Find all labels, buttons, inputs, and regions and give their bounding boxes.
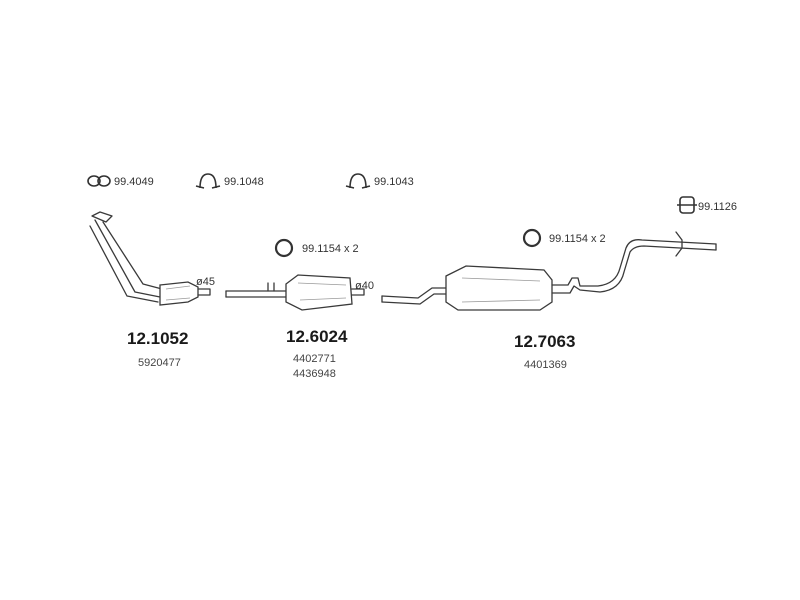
part-number-front-pipe: 12.1052 bbox=[127, 329, 189, 348]
sealing-ring-icon bbox=[274, 238, 294, 258]
front-pipe bbox=[89, 211, 211, 306]
oem-number-center-silencer-2: 4436948 bbox=[293, 368, 336, 380]
accessory-label-99-1043: 99.1043 bbox=[374, 176, 414, 188]
rear-silencer bbox=[381, 231, 717, 311]
seal-label-front: 99.1154 x 2 bbox=[302, 243, 359, 255]
diameter-label-40: ø40 bbox=[355, 280, 374, 292]
rubber-hanger-icon bbox=[677, 196, 697, 214]
oem-number-front-pipe: 5920477 bbox=[138, 357, 181, 369]
u-clamp-icon-2 bbox=[345, 173, 371, 189]
part-number-rear-silencer: 12.7063 bbox=[514, 332, 576, 351]
oem-number-rear-silencer: 4401369 bbox=[524, 359, 567, 371]
diameter-label-45: ø45 bbox=[196, 276, 215, 288]
accessory-label-99-4049: 99.4049 bbox=[114, 176, 154, 188]
u-clamp-icon bbox=[195, 173, 221, 189]
part-number-center-silencer: 12.6024 bbox=[286, 327, 348, 346]
sealing-ring-icon-2 bbox=[522, 228, 542, 248]
seal-label-rear: 99.1154 x 2 bbox=[549, 233, 606, 245]
center-silencer bbox=[225, 274, 365, 311]
oem-number-center-silencer-1: 4402771 bbox=[293, 353, 336, 365]
double-ring-clamp-icon bbox=[87, 175, 111, 187]
accessory-label-99-1126: 99.1126 bbox=[698, 201, 737, 213]
accessory-label-99-1048: 99.1048 bbox=[224, 176, 264, 188]
